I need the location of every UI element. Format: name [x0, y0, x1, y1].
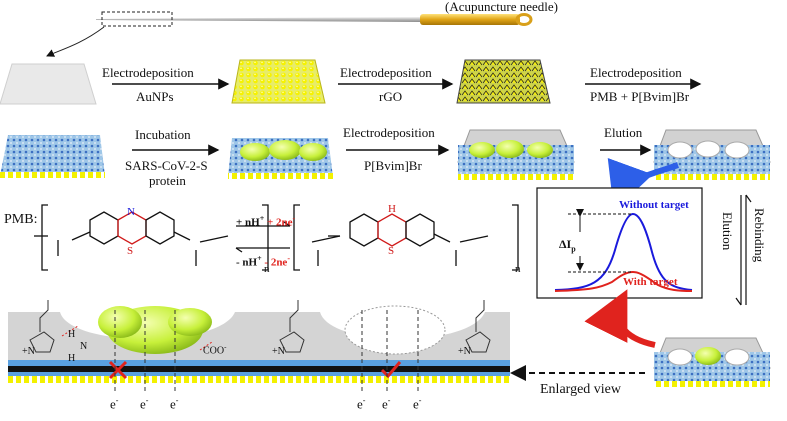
pmb-label: PMB: — [4, 213, 37, 227]
step3-top-label: Electrodeposition — [590, 66, 682, 80]
forward-reaction: + nH+ + 2ne- — [236, 212, 295, 230]
pmb-atom-s-plus: S — [127, 244, 133, 258]
nplus-label-2: +N — [272, 345, 285, 359]
needle-title: (Acupuncture needle) — [445, 0, 558, 14]
nplus-label-3: +N — [458, 345, 471, 359]
delta-ip-label: ΔIp — [559, 237, 576, 256]
step1-bottom-label: AuNPs — [136, 90, 174, 104]
pmb-atom-h: H — [388, 202, 396, 216]
elution-label: Elution — [604, 126, 642, 140]
enlarged-view-label: Enlarged view — [540, 383, 621, 397]
electron-label-4: e- — [357, 394, 365, 411]
protein-label-2: protein — [149, 174, 186, 188]
pmb-electrode — [0, 135, 105, 178]
rebinding-label: Rebinding — [752, 208, 766, 262]
step3-bottom-label: PMB + P[Bvim]Br — [590, 90, 689, 104]
without-target-label: Without target — [619, 198, 689, 212]
electron-label-6: e- — [413, 394, 421, 411]
nh-label-1: H — [68, 328, 75, 342]
aunps-electrode — [232, 60, 325, 103]
nh-label-2: N — [80, 340, 87, 354]
pmb-atom-n: N — [127, 205, 135, 219]
rebound-electrode — [654, 338, 770, 387]
step2-bottom-label: rGO — [379, 90, 402, 104]
nh-label-3: H — [68, 352, 75, 366]
bare-electrode — [0, 64, 96, 104]
red-curved-arrow — [618, 300, 655, 345]
electro-2-sub-label: P[Bvim]Br — [364, 159, 422, 173]
incubation-label: Incubation — [135, 128, 191, 142]
elution-vertical-label: Elution — [720, 212, 734, 250]
acupuncture-needle — [47, 12, 531, 56]
pmb-atom-s: S — [388, 244, 394, 258]
electron-label-1: e- — [110, 394, 118, 411]
electro-2-label: Electrodeposition — [343, 126, 435, 140]
step2-top-label: Electrodeposition — [340, 66, 432, 80]
rgo-electrode — [457, 60, 550, 103]
cooh-label: COO- — [203, 340, 226, 358]
imprinted-electrode — [458, 130, 574, 180]
nplus-label-1: +N — [22, 345, 35, 359]
electron-label-3: e- — [170, 394, 178, 411]
with-target-label: With target — [623, 275, 677, 289]
protein-label-1: SARS-CoV-2-S — [125, 159, 208, 173]
reverse-reaction: - nH+ - 2ne- — [236, 252, 290, 270]
incubated-electrode — [228, 138, 333, 179]
electron-label-5: e- — [382, 394, 390, 411]
electron-label-2: e- — [140, 394, 148, 411]
step1-top-label: Electrodeposition — [102, 66, 194, 80]
pmb-n-sub-2: n — [515, 262, 521, 276]
eluted-electrode — [654, 130, 770, 180]
